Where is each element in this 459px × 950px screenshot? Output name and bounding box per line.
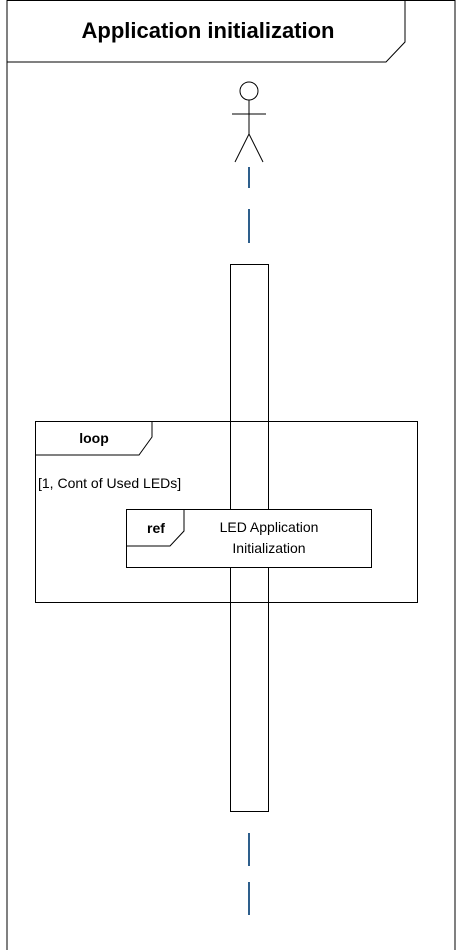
ref-operator-tab: [126, 509, 185, 547]
loop-fragment: loop [1, Cont of Used LEDs]: [35, 421, 418, 603]
loop-operator-label: loop: [79, 430, 109, 446]
frame-title: Application initialization: [82, 18, 335, 43]
ref-text-line2: Initialization: [232, 540, 305, 556]
actor-stick-figure-icon: [232, 81, 266, 163]
ref-text-line1: LED Application: [220, 519, 319, 535]
loop-guard: [1, Cont of Used LEDs]: [38, 475, 181, 491]
ref-fragment: ref LED Application Initialization: [126, 509, 372, 568]
ref-operator-label: ref: [147, 520, 165, 536]
frame-title-tab: [6, 0, 406, 63]
diagram-frame: Application initialization: [6, 0, 456, 950]
ref-fragment-box[interactable]: [126, 509, 372, 568]
loop-operator-tab: [35, 421, 153, 456]
loop-fragment-box: [35, 421, 418, 603]
